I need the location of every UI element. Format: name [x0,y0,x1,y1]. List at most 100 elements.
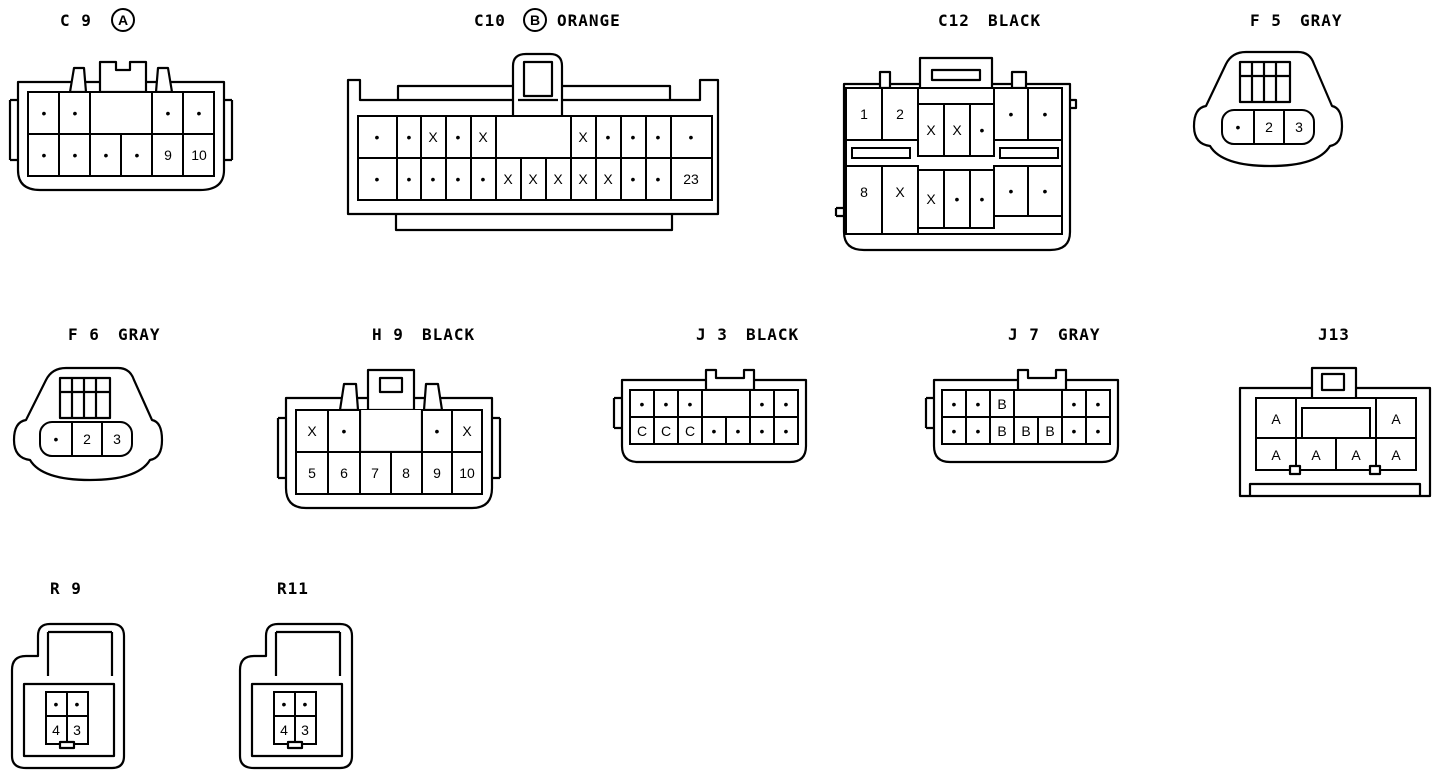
connector-c9-bottom-row: • • • • 9 10 [27,133,215,177]
connector-c9-shell [16,80,226,192]
connector-h9-pin: X [307,423,317,439]
connector-c12-shell [842,82,1072,252]
pin-cell [845,87,883,141]
connector-j7-pin: B [997,423,1006,439]
connector-f6-pin: • [54,431,59,447]
pin-cell [294,715,317,745]
connector-c10-badge-circle [523,8,547,32]
connector-f5-pin: 2 [1265,119,1273,135]
connector-j13-pin: A [1271,411,1281,427]
pin-cell [421,451,453,495]
connector-j3-latch [704,368,756,392]
pin-cell [420,157,447,201]
connector-c10-pin: X [503,171,513,187]
connector-c9-pin: 9 [164,147,172,163]
connector-j7-pin: • [1096,396,1101,412]
connector-j3-pin: • [784,396,789,412]
pin-cell [749,389,775,418]
connector-c12-right-nub [1070,98,1078,110]
connector-c9-pin: • [135,147,140,163]
connector-c10-pin: X [578,171,588,187]
connector-f5-pin: • [1236,119,1241,135]
pin-cell [620,157,647,201]
connector-j7-pin: • [1072,423,1077,439]
connector-h9-top-row: X • • X [295,409,483,453]
connector-f6-pin: 2 [83,431,91,447]
connector-r11-inner [250,682,344,758]
pin-cell [495,157,522,201]
connector-j7-color: GRAY [1058,325,1101,344]
connector-c10-color: ORANGE [557,11,621,30]
connector-j3-code: J 3 [696,325,728,344]
pin-cell [881,87,919,141]
connector-r9-polarity-nub [58,740,76,750]
connector-c12-lock-bar-right [999,147,1059,159]
pin-cell [969,103,995,157]
connector-j3-top-row: • • • • • [629,389,799,418]
pin-cell [545,157,572,201]
connector-c12-pin: • [955,191,960,207]
connector-f6-code: F 6 [68,325,100,344]
connector-h9-pin: X [462,423,472,439]
pin-cell [670,115,713,159]
pin-cell [182,91,215,135]
connector-c9-left-tab [8,98,18,162]
connector-f5-shell [1192,50,1344,168]
connector-r9-pin: 4 [52,722,60,738]
connector-c12-pin: X [952,122,962,138]
connector-f6-pin: 3 [113,431,121,447]
pin-cell [1027,165,1063,217]
connector-c10-pin: X [428,129,438,145]
connector-c10-pin: X [528,171,538,187]
connector-c9: C 9 A • • • • • • • [8,8,234,192]
pin-cell [645,157,672,201]
connector-c10-bottom-rail [394,214,674,232]
connector-h9-color: BLACK [422,325,475,344]
pin-cell [359,451,392,495]
connector-h9-pin: 9 [433,465,441,481]
connector-c10-pin: • [631,129,636,145]
pin-cell [1085,389,1111,418]
connector-c12-pin: 2 [896,106,904,122]
connector-j3-pin: • [784,423,789,439]
connector-f5-latch-ribs [1240,62,1290,102]
pin-cell [701,416,727,445]
connector-c9-right-tab [224,98,234,162]
pin-cell [451,451,483,495]
connector-c10-pin: • [456,129,461,145]
pin-cell [917,103,945,157]
connector-c10-pin: • [407,171,412,187]
connector-r11-latch [274,630,342,676]
connector-c9-pin: • [166,105,171,121]
connector-c10: C10 B ORANGE • • X • X X • • [346,8,720,232]
pin-cell [629,416,655,445]
connector-j13-polarity-nub-right [1368,464,1382,476]
pin-cell [941,416,967,445]
pin-cell [989,416,1015,445]
connector-c12-lock-bar-left [851,147,911,159]
connector-c10-pin: • [656,171,661,187]
connector-c12-left-block: 1 2 8 X [845,87,919,235]
connector-c9-left-clip [68,66,88,94]
connector-f5-color: GRAY [1300,11,1343,30]
connector-j3-pin: • [688,396,693,412]
pin-cell [595,157,622,201]
connector-c10-pin: • [656,129,661,145]
connector-j3-pin: • [712,423,717,439]
connector-c9-pin: • [197,105,202,121]
connector-j3-color: BLACK [746,325,799,344]
connector-j13-bottom-row: A A A A [1255,437,1417,471]
connector-c12-code: C12 [938,11,970,30]
connector-r9-pin: • [54,696,59,712]
connector-r11-pin: 3 [301,722,309,738]
pin-cell [1037,416,1063,445]
connector-j13-polarity-nub-left [1288,464,1302,476]
connector-j3-pin: C [637,423,647,439]
connector-j7-pin: B [1045,423,1054,439]
connector-j7-left-tab [924,396,934,430]
connector-j7-top-row: • • B • • [941,389,1111,418]
connector-j13-pin: A [1391,411,1401,427]
connector-c10-pin: X [578,129,588,145]
connector-j7-pin: B [1021,423,1030,439]
